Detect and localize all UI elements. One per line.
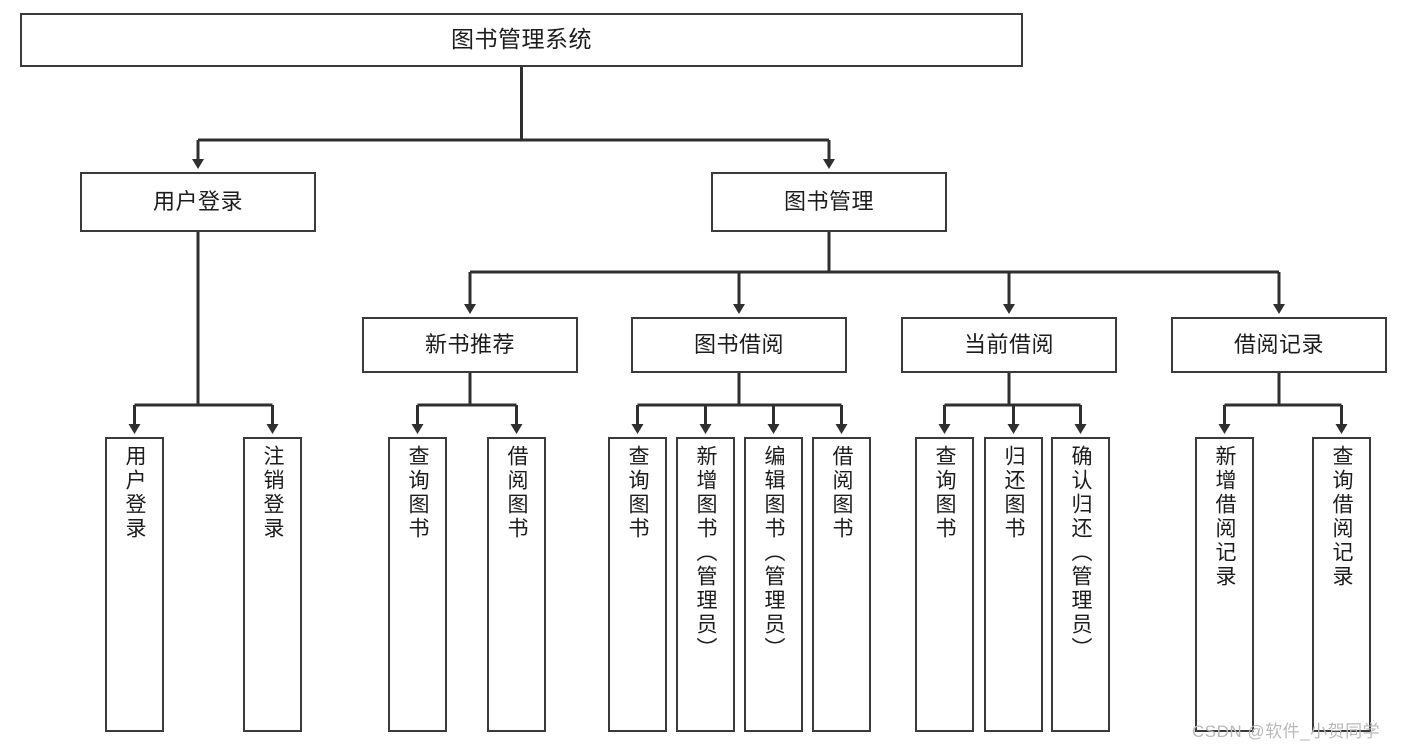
node-label-leaf-borrow-edit-book: 编辑图书（管理员） xyxy=(762,445,785,661)
node-leaf-borrow-search-book[interactable]: 查询图书 xyxy=(608,437,667,732)
node-label-leaf-current-return-book: 归还图书 xyxy=(1002,445,1025,541)
node-leaf-user-login[interactable]: 用户登录 xyxy=(105,437,164,732)
node-leaf-borrow-add-book[interactable]: 新增图书（管理员） xyxy=(676,437,735,732)
node-borrow-record[interactable]: 借阅记录 xyxy=(1171,317,1387,373)
node-leaf-rec-search-book[interactable]: 查询图书 xyxy=(388,437,447,732)
node-label-user-login: 用户登录 xyxy=(152,189,243,215)
node-leaf-borrow-edit-book[interactable]: 编辑图书（管理员） xyxy=(744,437,803,732)
node-new-book-rec[interactable]: 新书推荐 xyxy=(362,317,578,373)
node-label-leaf-borrow-add-book: 新增图书（管理员） xyxy=(694,445,717,661)
node-label-new-book-rec: 新书推荐 xyxy=(424,332,515,358)
node-label-book-borrow: 图书借阅 xyxy=(693,332,784,358)
node-label-leaf-borrow-borrow-book: 借阅图书 xyxy=(830,445,853,541)
node-label-leaf-current-confirm-return: 确认归还（管理员） xyxy=(1069,445,1092,661)
node-leaf-current-confirm-return[interactable]: 确认归还（管理员） xyxy=(1051,437,1110,732)
node-book-borrow[interactable]: 图书借阅 xyxy=(631,317,847,373)
node-label-leaf-rec-search-book: 查询图书 xyxy=(406,445,429,541)
node-leaf-rec-borrow-book[interactable]: 借阅图书 xyxy=(487,437,546,732)
node-leaf-current-return-book[interactable]: 归还图书 xyxy=(984,437,1043,732)
node-current-borrow[interactable]: 当前借阅 xyxy=(901,317,1117,373)
node-label-leaf-record-add: 新增借阅记录 xyxy=(1213,445,1236,589)
node-leaf-record-add[interactable]: 新增借阅记录 xyxy=(1195,437,1254,732)
node-label-borrow-record: 借阅记录 xyxy=(1233,332,1324,358)
node-label-leaf-user-login: 用户登录 xyxy=(123,445,146,541)
node-label-leaf-user-logout: 注销登录 xyxy=(261,445,284,541)
node-leaf-current-search-book[interactable]: 查询图书 xyxy=(915,437,974,732)
watermark-label: CSDN @软件_小贺同学 xyxy=(1192,722,1381,741)
node-leaf-user-logout[interactable]: 注销登录 xyxy=(243,437,302,732)
node-book-manage[interactable]: 图书管理 xyxy=(711,172,947,232)
node-leaf-borrow-borrow-book[interactable]: 借阅图书 xyxy=(812,437,871,732)
node-label-root: 图书管理系统 xyxy=(451,26,592,53)
node-user-login[interactable]: 用户登录 xyxy=(80,172,316,232)
node-label-leaf-record-search: 查询借阅记录 xyxy=(1330,445,1353,589)
node-label-leaf-rec-borrow-book: 借阅图书 xyxy=(505,445,528,541)
node-label-leaf-borrow-search-book: 查询图书 xyxy=(626,445,649,541)
node-label-current-borrow: 当前借阅 xyxy=(963,332,1054,358)
edge-group xyxy=(128,67,1348,434)
node-label-leaf-current-search-book: 查询图书 xyxy=(933,445,956,541)
node-leaf-record-search[interactable]: 查询借阅记录 xyxy=(1312,437,1371,732)
node-label-book-manage: 图书管理 xyxy=(783,189,874,215)
node-root[interactable]: 图书管理系统 xyxy=(20,13,1023,67)
